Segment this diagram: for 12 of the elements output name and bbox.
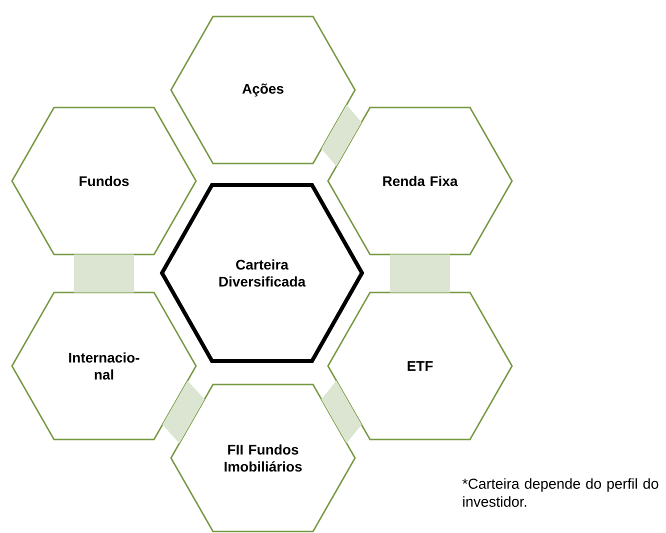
connector-band [162,380,205,444]
hexagon: ETF [327,292,513,440]
hexagon: Internacio- nal [11,292,197,440]
hexagon: FII Fundos Imobiliários [170,384,356,532]
connector-band [390,254,450,292]
connector-band [321,104,362,166]
hexagon: Fundos [11,106,197,256]
hexagon: Renda Fixa [327,106,513,256]
connector-band [74,254,134,292]
note-text: *Carteira depende do perfil do investidor. [462,478,658,507]
hexagon: Ações [170,16,356,164]
connector-band [321,380,362,444]
